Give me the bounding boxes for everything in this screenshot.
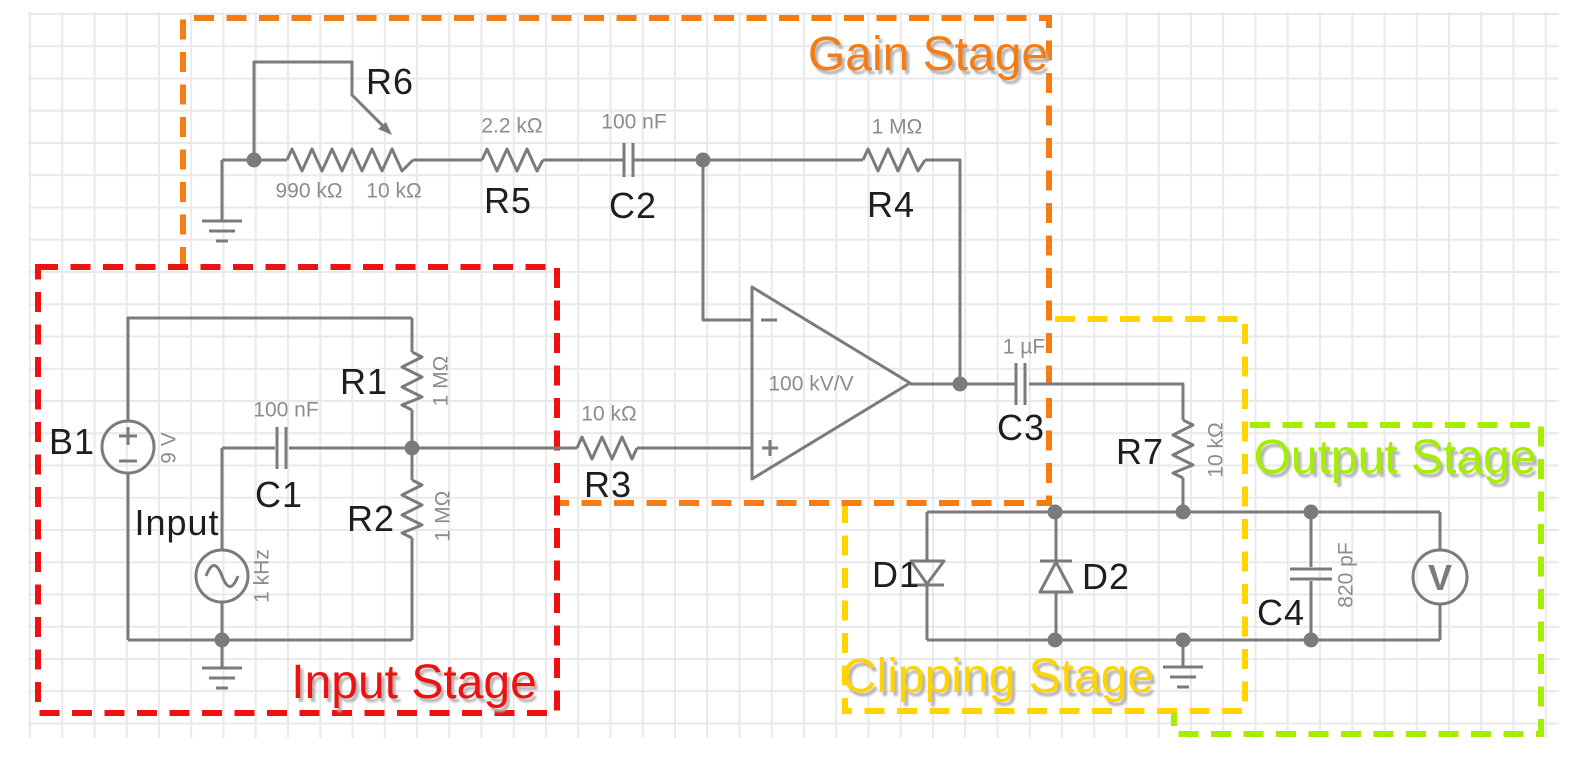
- label-r4-value: 1 MΩ: [871, 115, 923, 139]
- opamp-body[interactable]: [750, 285, 912, 481]
- stage-title-gain[interactable]: Gain Stage: [807, 28, 1049, 81]
- label-c4-name: C4: [1256, 592, 1306, 633]
- resistor-r2-body[interactable]: [400, 478, 424, 540]
- label-c3-name: C3: [996, 407, 1046, 448]
- stage-box-gain[interactable]: [180, 15, 1052, 506]
- grid-background: [28, 12, 1559, 738]
- stage-boxes: [35, 15, 1544, 737]
- resistor-r3-body[interactable]: [575, 435, 639, 461]
- capacitor-c3-body[interactable]: [1014, 363, 1027, 405]
- label-r3-name: R3: [583, 464, 633, 505]
- label-r5-name: R5: [483, 180, 533, 221]
- potentiometer-r6-body[interactable]: [285, 147, 415, 173]
- sine-source-wave-icon: [204, 564, 240, 588]
- label-c4-value: 820 pF: [1334, 542, 1358, 608]
- pot-wiper-arrowhead-icon: [378, 122, 392, 135]
- label-c3-value: 1 µF: [1002, 335, 1046, 359]
- junction-dot[interactable]: [1047, 632, 1063, 648]
- label-c1-value: 100 nF: [253, 398, 319, 422]
- label-r2-name: R2: [346, 498, 396, 539]
- stage-box-output[interactable]: [1171, 422, 1544, 737]
- resistor-r4-body[interactable]: [861, 147, 927, 173]
- stage-title-clipping[interactable]: Clipping Stage: [841, 650, 1155, 703]
- stage-box-input[interactable]: [35, 264, 560, 716]
- wire-node-to-inverting-input[interactable]: [701, 160, 752, 322]
- junction-dot[interactable]: [1175, 504, 1191, 520]
- label-r5-value: 2.2 kΩ: [481, 114, 543, 138]
- junction-dot[interactable]: [404, 440, 420, 456]
- opamp-plus-sign: [762, 440, 778, 456]
- junction-dot[interactable]: [1303, 632, 1319, 648]
- capacitor-c1-body[interactable]: [275, 427, 288, 469]
- wire-c3-to-r7[interactable]: [1029, 382, 1185, 420]
- stage-title-output[interactable]: Output Stage: [1253, 431, 1537, 484]
- stage-title-input[interactable]: Input Stage: [291, 656, 537, 709]
- stage-box-clipping[interactable]: [842, 316, 1248, 714]
- junction-dot[interactable]: [1175, 632, 1191, 648]
- label-r1-value: 1 MΩ: [429, 355, 453, 407]
- wire-r4-to-output[interactable]: [925, 158, 962, 384]
- label-r4-name: R4: [866, 184, 916, 225]
- capacitor-c4-body[interactable]: [1290, 567, 1332, 581]
- diode-d1-body[interactable]: [909, 559, 946, 586]
- capacitor-c2-body[interactable]: [620, 143, 637, 177]
- label-r1-name: R1: [339, 361, 389, 402]
- label-d1-name: D1: [871, 554, 921, 595]
- diode-d2-body[interactable]: [1038, 560, 1074, 594]
- junction-dot[interactable]: [1047, 504, 1063, 520]
- junction-dot[interactable]: [214, 632, 230, 648]
- voltmeter-symbol: V: [1428, 557, 1452, 598]
- resistor-r7-body[interactable]: [1171, 418, 1195, 480]
- label-source-value: 1 kHz: [250, 549, 274, 603]
- label-source-input: Input: [134, 502, 220, 543]
- junction-dots: V: [214, 122, 1452, 648]
- label-c2-name: C2: [608, 185, 658, 226]
- label-b1-name: B1: [48, 421, 96, 462]
- label-r6-value-right: 10 kΩ: [366, 179, 422, 203]
- label-c2-value: 100 nF: [601, 110, 667, 134]
- label-d2-name: D2: [1081, 556, 1131, 597]
- label-r6-value-left: 990 kΩ: [275, 179, 343, 203]
- ground-input-symbol[interactable]: [202, 640, 242, 690]
- junction-dot[interactable]: [952, 376, 968, 392]
- wire-pot-wiper[interactable]: [252, 60, 389, 160]
- label-opamp-gain: 100 kV/V: [768, 372, 854, 396]
- label-r7-value: 10 kΩ: [1204, 422, 1228, 478]
- label-r2-value: 1 MΩ: [431, 490, 455, 542]
- circuit: [100, 60, 1469, 690]
- label-r6-name: R6: [365, 61, 415, 102]
- ground-gain-symbol[interactable]: [202, 160, 242, 243]
- label-r7-name: R7: [1115, 431, 1165, 472]
- label-b1-value: 9 V: [157, 432, 181, 464]
- wire-b1-top[interactable]: [126, 316, 412, 421]
- label-c1-name: C1: [254, 474, 304, 515]
- ground-clipping-symbol[interactable]: [1163, 640, 1203, 689]
- junction-dot[interactable]: [695, 152, 711, 168]
- resistor-r1-body[interactable]: [400, 350, 424, 412]
- junction-dot[interactable]: [1303, 504, 1319, 520]
- resistor-r5-body[interactable]: [480, 147, 545, 173]
- junction-dot[interactable]: [246, 152, 262, 168]
- label-r3-value: 10 kΩ: [581, 402, 637, 426]
- battery-b1-plus-sign: [119, 427, 137, 445]
